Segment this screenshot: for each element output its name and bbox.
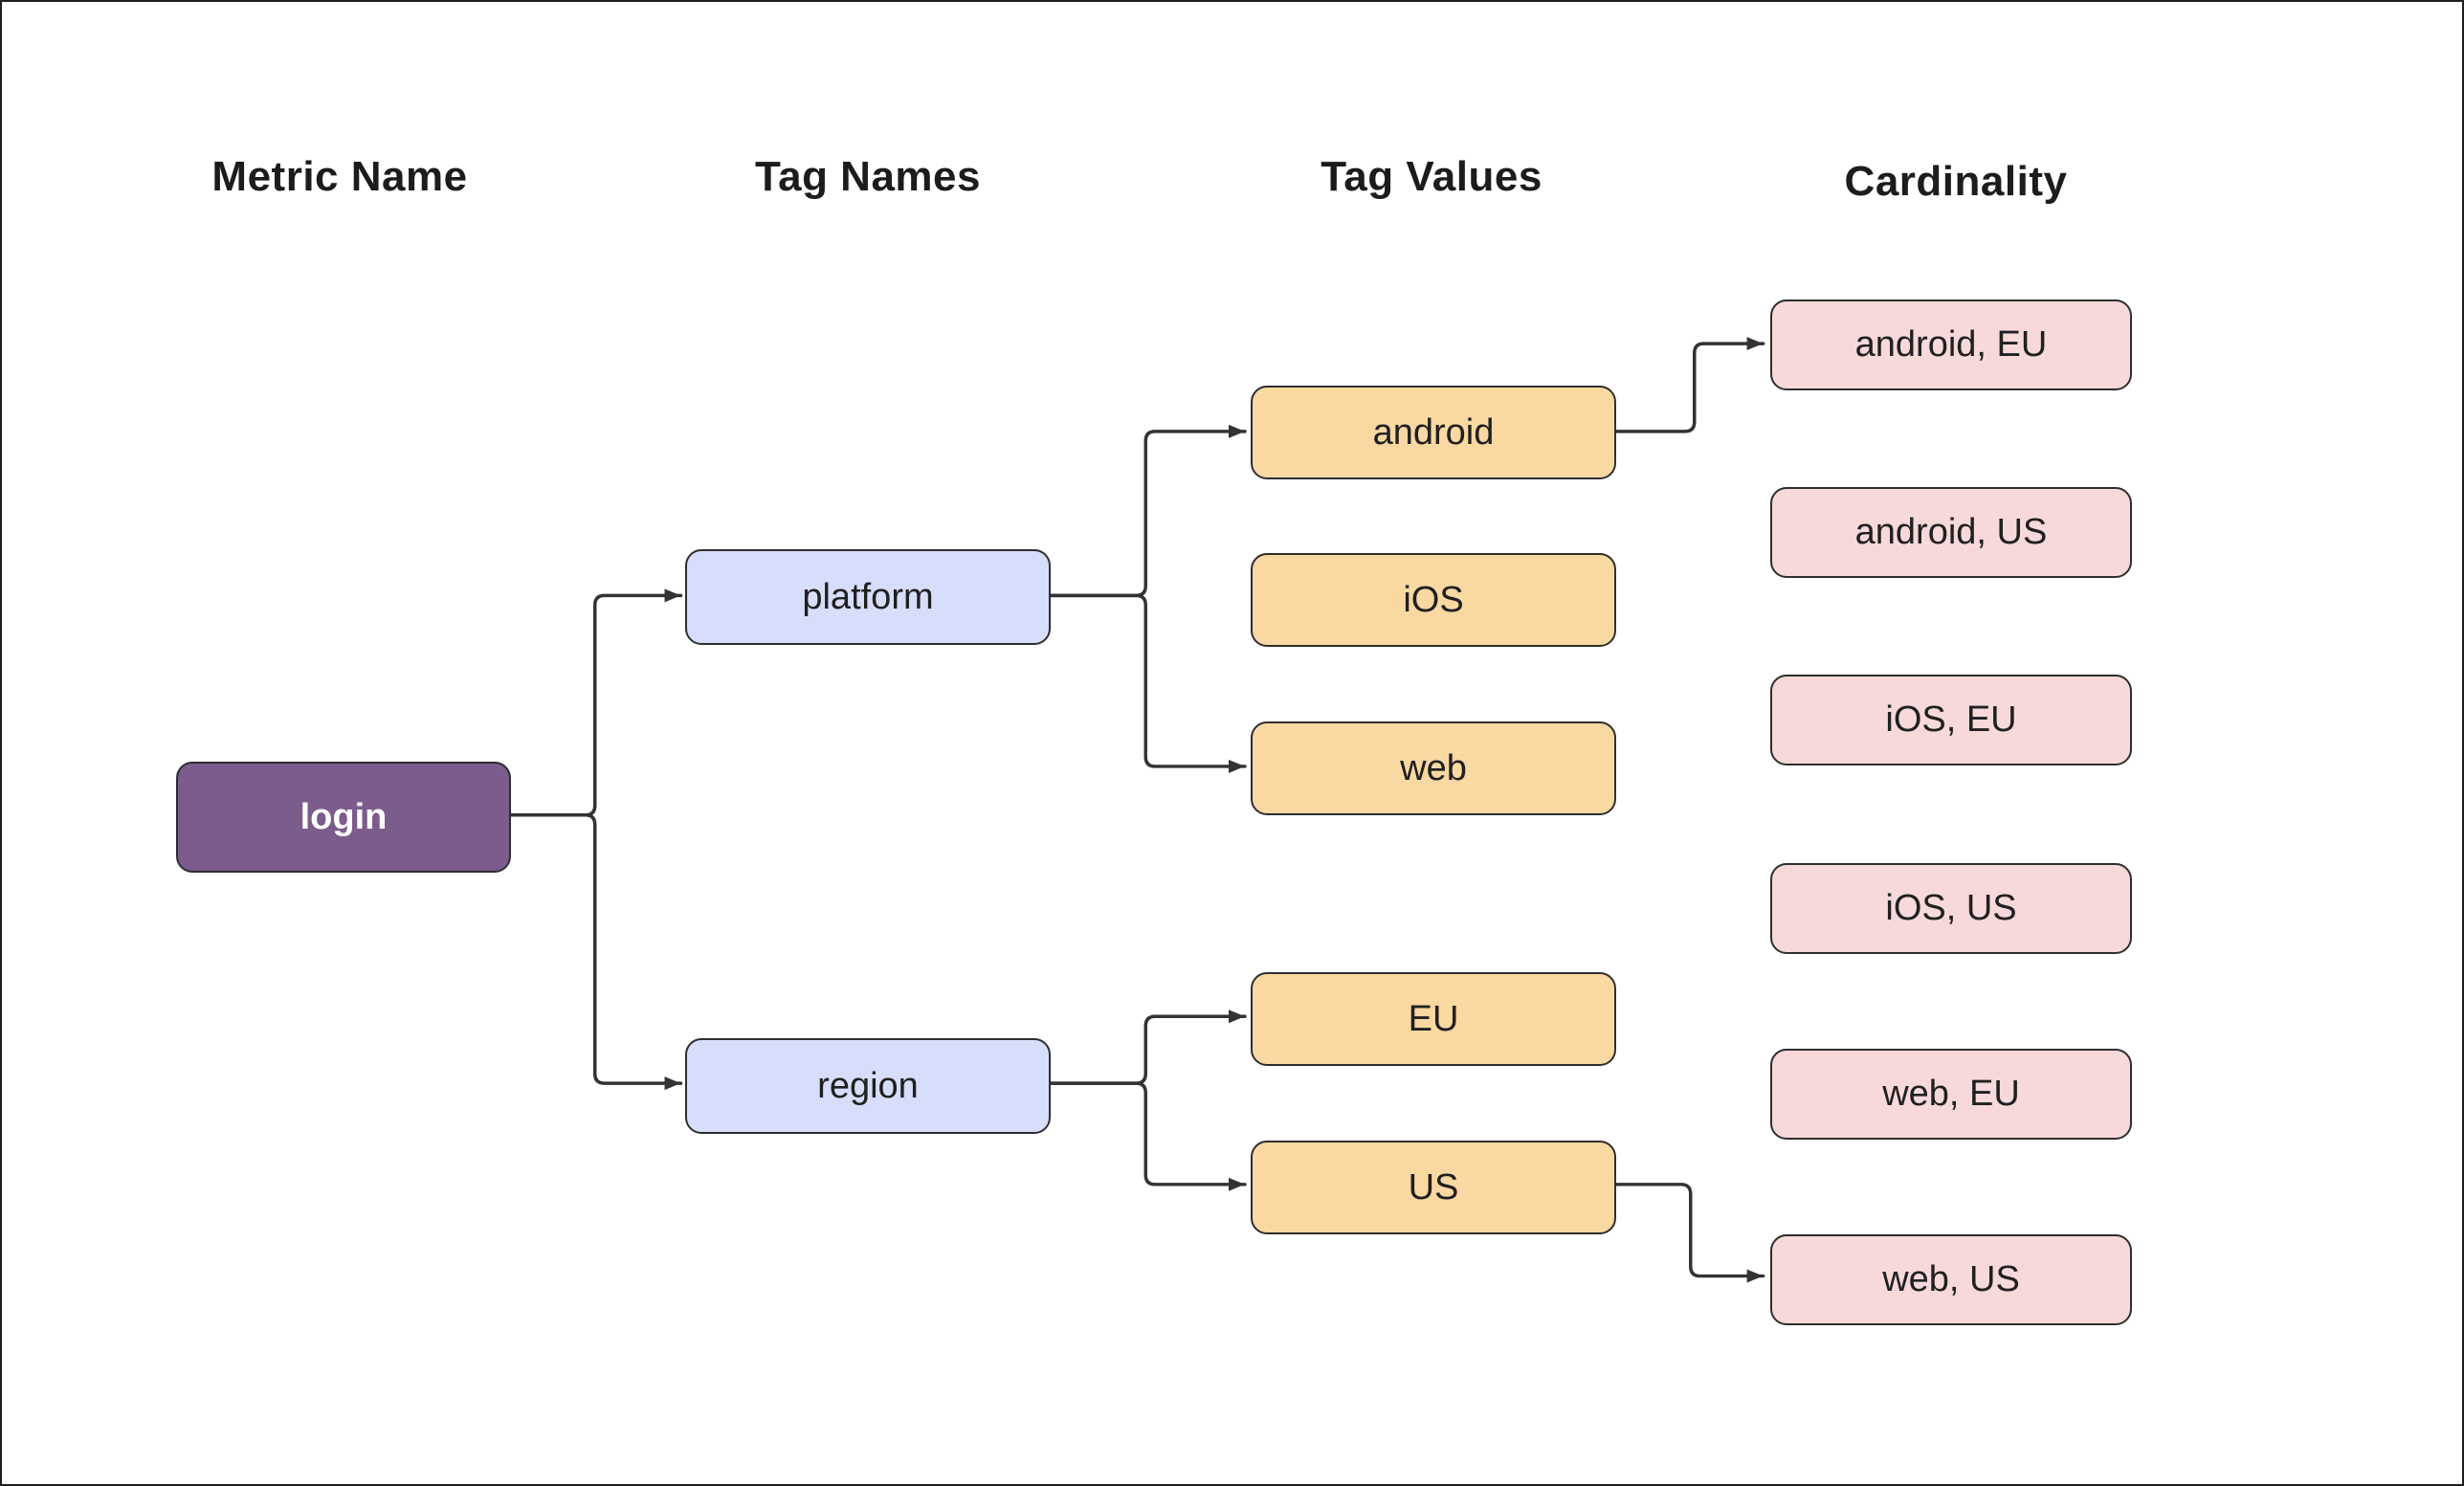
node-web: web bbox=[1251, 721, 1616, 815]
node-region-label: region bbox=[817, 1065, 919, 1106]
node-login: login bbox=[176, 762, 511, 873]
edge-region-eu bbox=[1047, 1009, 1247, 1085]
node-us-label: US bbox=[1408, 1166, 1459, 1208]
edge-platform-web bbox=[1047, 593, 1247, 773]
node-ios-eu-label: iOS, EU bbox=[1885, 699, 2017, 740]
node-platform-label: platform bbox=[802, 576, 934, 617]
edge-login-platform bbox=[509, 588, 683, 817]
node-web-eu-label: web, EU bbox=[1882, 1074, 2020, 1114]
column-header-metric-name: Metric Name bbox=[211, 153, 468, 200]
column-header-tag-names: Tag Names bbox=[755, 153, 981, 200]
edge-region-us bbox=[1047, 1081, 1247, 1191]
node-ios-label: iOS bbox=[1403, 579, 1464, 620]
node-web-us-label: web, US bbox=[1882, 1259, 2020, 1299]
node-platform: platform bbox=[685, 549, 1051, 645]
node-login-label: login bbox=[300, 796, 388, 837]
column-header-tag-values: Tag Values bbox=[1321, 153, 1543, 200]
node-ios-us: iOS, US bbox=[1770, 863, 2132, 954]
node-android-label: android bbox=[1372, 411, 1495, 453]
node-region: region bbox=[685, 1038, 1051, 1134]
node-web-label: web bbox=[1400, 747, 1467, 788]
edge-android-androideu bbox=[1611, 337, 1765, 433]
node-ios: iOS bbox=[1251, 553, 1616, 647]
node-ios-eu: iOS, EU bbox=[1770, 675, 2132, 765]
node-android-eu-label: android, EU bbox=[1854, 324, 2048, 365]
node-eu: EU bbox=[1251, 972, 1616, 1066]
node-ios-us-label: iOS, US bbox=[1885, 888, 2017, 928]
node-android-us: android, US bbox=[1770, 487, 2132, 578]
node-us: US bbox=[1251, 1141, 1616, 1234]
edge-us-webus bbox=[1611, 1183, 1765, 1283]
node-android-us-label: android, US bbox=[1854, 512, 2048, 552]
node-web-eu: web, EU bbox=[1770, 1049, 2132, 1140]
column-header-cardinality: Cardinality bbox=[1844, 158, 2068, 205]
node-web-us: web, US bbox=[1770, 1234, 2132, 1325]
edge-platform-android bbox=[1047, 424, 1247, 598]
node-android-eu: android, EU bbox=[1770, 299, 2132, 390]
node-android: android bbox=[1251, 386, 1616, 479]
edge-login-region bbox=[509, 813, 683, 1091]
node-eu-label: EU bbox=[1408, 998, 1459, 1039]
